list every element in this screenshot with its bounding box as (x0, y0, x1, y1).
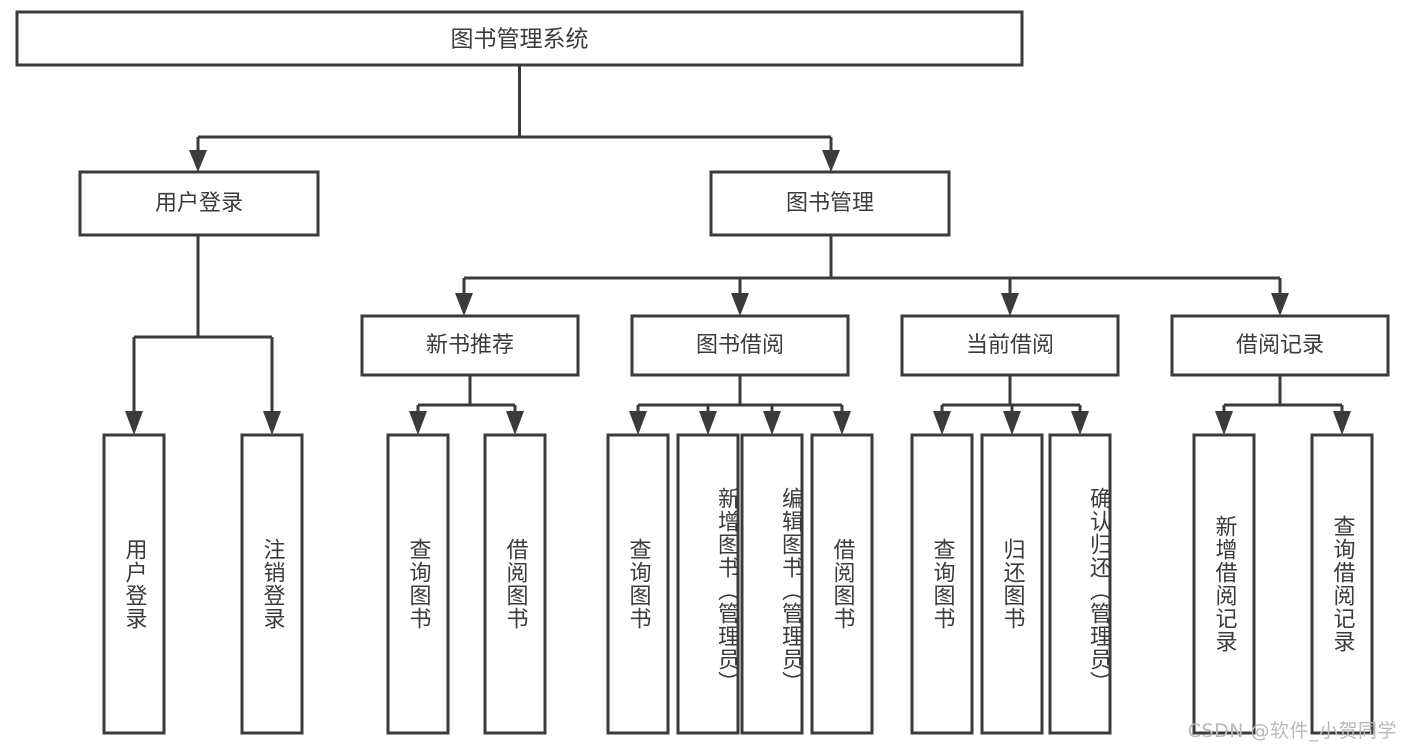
connectors-borrow-record-to-leaves (1215, 375, 1351, 435)
leaf-box-logout[interactable] (240, 433, 304, 735)
connectors-user-login-to-leaves (125, 235, 281, 435)
arrow-head-leaf-10 (1003, 411, 1021, 435)
node-book-management[interactable]: 图书管理 (709, 170, 951, 237)
node-book-borrowing-label: 图书借阅 (696, 333, 784, 358)
arrow-head-borrow-book (731, 293, 749, 316)
leaf-box-user-login[interactable] (102, 433, 166, 735)
node-root-box (15, 10, 1024, 67)
leaf-box-borrow-book-1[interactable] (483, 433, 547, 735)
node-new-book-recommendation-box (360, 314, 580, 377)
arrow-head-leaf-6 (699, 411, 717, 435)
arrow-head-leaf-4 (506, 411, 524, 435)
arrow-head-leaf-7 (763, 411, 781, 435)
arrow-head-leaf-5 (629, 411, 647, 435)
arrow-head-leaf-2 (263, 411, 281, 435)
leaf-box-query-book-3[interactable] (910, 433, 974, 735)
connectors-new-book-to-leaves (409, 375, 524, 435)
leaf-box-add-borrow-record[interactable] (1192, 433, 1256, 735)
node-new-book-recommendation[interactable]: 新书推荐 (360, 314, 580, 377)
arrow-head-leaf-3 (409, 411, 427, 435)
leaf-box-edit-book-admin[interactable] (740, 433, 804, 735)
watermark-text: CSDN @软件_小贺同学 (1187, 720, 1397, 742)
arrow-head-leaf-9 (933, 411, 951, 435)
leaf-box-query-book-2[interactable] (606, 433, 670, 735)
arrow-head-borrow-record (1271, 293, 1289, 316)
connectors-current-borrow-to-leaves (933, 375, 1089, 435)
leaf-box-borrow-book-2[interactable] (810, 433, 874, 735)
node-book-borrowing[interactable]: 图书借阅 (630, 314, 850, 377)
arrow-head-leaf-12 (1215, 411, 1233, 435)
node-root-book-management-system[interactable]: 图书管理系统 (15, 10, 1024, 67)
arrow-head-leaf-13 (1333, 411, 1351, 435)
connectors-borrow-book-to-leaves (629, 375, 851, 435)
node-user-login[interactable]: 用户登录 (78, 170, 320, 237)
node-book-management-label: 图书管理 (786, 191, 874, 216)
leaf-box-confirm-return-admin[interactable] (1048, 433, 1112, 735)
arrow-head-new-book (455, 293, 473, 316)
leaf-node-boxes (102, 433, 1374, 735)
connectors-book-mgmt-to-level3 (455, 235, 1289, 316)
node-current-borrowing-box (900, 314, 1120, 377)
node-borrowing-record-box (1170, 314, 1390, 377)
node-user-login-label: 用户登录 (155, 191, 243, 216)
node-new-book-recommendation-label: 新书推荐 (426, 333, 514, 358)
arrow-head-leaf-11 (1071, 411, 1089, 435)
arrow-head-leaf-1 (125, 411, 143, 435)
arrow-head-user-login (189, 150, 207, 172)
node-root-label: 图书管理系统 (451, 27, 589, 53)
arrow-head-book-mgmt (822, 150, 840, 172)
arrow-head-leaf-8 (833, 411, 851, 435)
node-borrowing-record-label: 借阅记录 (1236, 333, 1324, 358)
node-current-borrowing[interactable]: 当前借阅 (900, 314, 1120, 377)
leaf-box-add-book-admin[interactable] (676, 433, 740, 735)
leaf-box-return-book[interactable] (980, 433, 1044, 735)
leaf-box-query-borrow-record[interactable] (1310, 433, 1374, 735)
node-book-management-box (709, 170, 951, 237)
node-user-login-box (78, 170, 320, 237)
leaf-box-query-book-1[interactable] (386, 433, 450, 735)
node-current-borrowing-label: 当前借阅 (966, 333, 1054, 358)
arrow-head-current-borrow (1001, 293, 1019, 316)
connectors-root-to-level2 (189, 65, 840, 172)
node-borrowing-record[interactable]: 借阅记录 (1170, 314, 1390, 377)
node-book-borrowing-box (630, 314, 850, 377)
